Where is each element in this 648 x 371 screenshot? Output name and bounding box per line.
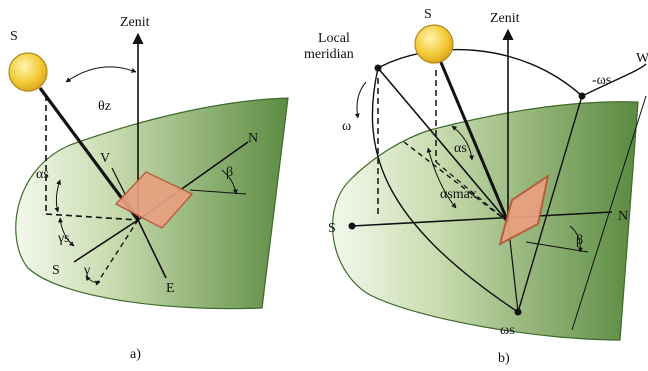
south-label-a: S [52,263,60,278]
sunrise-point-b [514,308,522,316]
figure-a: S Zenit θz αs V N β γs S γ E a) [8,15,289,362]
meridian-ray-b [377,67,509,223]
tilt-label-b: β [576,233,583,248]
east-line-a [137,219,167,279]
surface-azimuth-label-a: γ [83,263,90,278]
right-edge-line-b [571,95,647,331]
local-meridian-label-1: Local [318,31,350,46]
altitude-max-label-b: αsmax [440,187,477,202]
east-label-a: E [166,281,175,296]
horizon-line-b [351,211,613,227]
sunset-hour-label-b: -ωs [592,73,611,88]
altitude-label-b: αs [454,141,467,156]
west-arc-b [581,63,647,97]
sun-ground-projection-a [45,213,139,221]
zenith-label-a: Zenit [120,15,150,30]
west-label-b: W [636,51,648,66]
tilt-ref-b [525,241,589,253]
hour-line-b [517,95,583,313]
south-line-a [73,219,139,263]
altitude-arc-b [451,125,475,161]
sunset-point-b [578,92,586,100]
tilt-label-a: β [226,165,233,180]
altitude-max-arc-b [426,147,457,209]
south-label-b: S [328,221,336,236]
altitude-label-a: αs [36,167,49,182]
south-point-b [348,222,356,230]
sun-path-arc-b [377,48,583,97]
sunrise-hour-label-b: ωs [500,323,515,338]
caption-a: a) [130,347,141,362]
caption-b: b) [498,351,510,366]
sun-label-a: S [10,29,18,44]
sun-azimuth-arc-a [58,217,75,247]
zenith-angle-arc-a [65,66,137,83]
local-meridian-label-2: meridian [304,47,354,62]
zenith-label-b: Zenit [490,11,520,26]
north-label-b: N [618,209,628,224]
zenith-angle-label-a: θz [98,99,111,114]
tilt-arc-b [569,225,584,253]
north-label-a: N [248,131,258,146]
sun-icon-b [414,24,454,64]
vertical-label-a: V [100,151,110,166]
sun-icon-a [8,52,48,92]
ground-plane-b [331,101,639,341]
meridian-ground-projection-b [435,161,509,223]
hour-angle-arc-b [354,81,367,119]
sun-azimuth-label-a: γs [57,231,70,246]
tilted-panel-b [498,173,550,246]
hour-angle-label-b: ω [342,119,351,134]
meridian-arc-b [371,67,519,313]
tilt-arc-a [221,169,238,195]
meridian-point-b [374,64,382,72]
surface-azimuth-arc-a [85,275,101,286]
tilted-panel-a [114,171,194,229]
altitude-arc-a [54,179,61,213]
figure-b: S Zenit Local meridian ω αs αsmax S N β … [304,7,648,366]
sun-label-b: S [424,7,432,22]
surface-azimuth-line-a [93,219,139,289]
